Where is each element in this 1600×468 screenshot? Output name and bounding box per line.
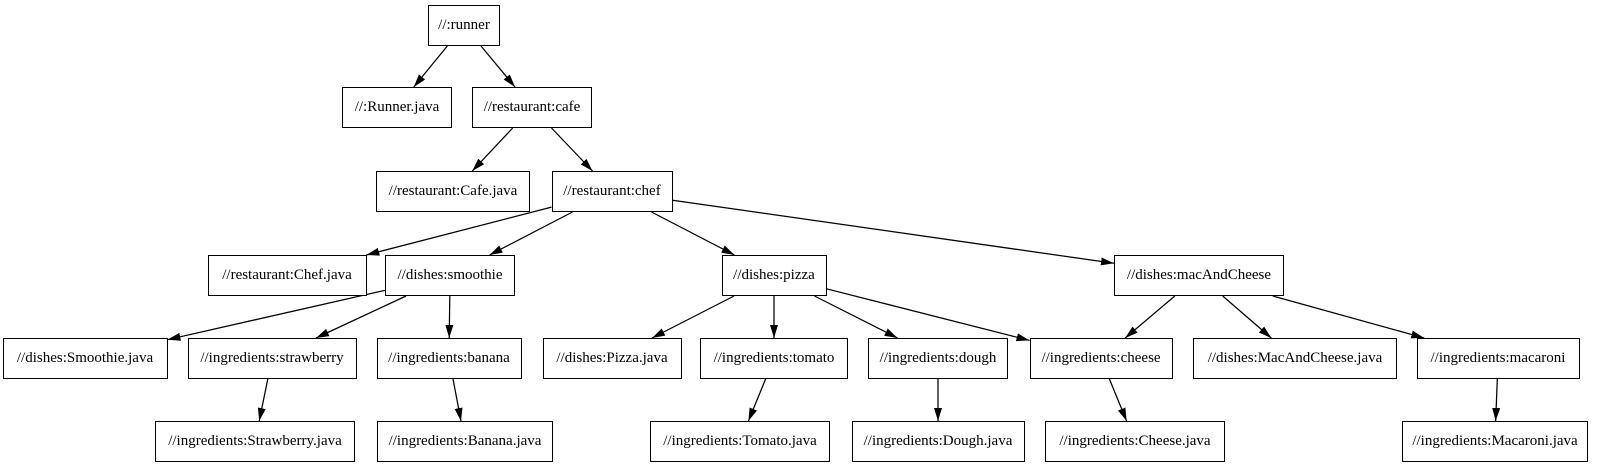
- edge-chef-to-pizza: [651, 211, 735, 256]
- graph-node-chef: //restaurant:chef: [551, 171, 673, 212]
- edge-cafe-to-chef: [551, 127, 593, 172]
- edge-smoothie-to-smoothie_java: [167, 289, 386, 341]
- graph-node-cheese_java: //ingredients:Cheese.java: [1045, 421, 1225, 462]
- graph-node-banana_java: //ingredients:Banana.java: [377, 421, 553, 462]
- edge-chef-to-smoothie: [489, 211, 573, 256]
- node-label: //ingredients:Tomato.java: [663, 433, 817, 449]
- node-label: //restaurant:Chef.java: [222, 267, 352, 283]
- graph-node-tomato_java: //ingredients:Tomato.java: [650, 421, 830, 462]
- edge-banana-to-banana_java: [452, 378, 463, 422]
- edge-chef-to-chef_java: [366, 206, 552, 256]
- node-label: //:Runner.java: [354, 99, 440, 115]
- node-label: //restaurant:chef: [563, 183, 661, 199]
- node-label: //ingredients:Strawberry.java: [168, 433, 342, 449]
- edge-mac_and_cheese-to-mac_and_cheese_java: [1222, 295, 1272, 339]
- node-label: //ingredients:macaroni: [1430, 350, 1566, 366]
- graph-node-chef_java: //restaurant:Chef.java: [207, 255, 367, 296]
- graph-node-strawberry_java: //ingredients:Strawberry.java: [155, 421, 355, 462]
- edge-cafe-to-cafe_java: [471, 127, 514, 172]
- graph-node-smoothie: //dishes:smoothie: [385, 255, 515, 296]
- node-label: //:runner: [438, 17, 490, 33]
- edge-group: [167, 45, 1501, 422]
- edge-mac_and_cheese-to-macaroni: [1272, 295, 1425, 339]
- edge-pizza-to-cheese: [826, 288, 1030, 342]
- node-label: //dishes:smoothie: [397, 267, 503, 283]
- graph-node-macaroni: //ingredients:macaroni: [1416, 338, 1580, 379]
- node-label: //ingredients:cheese: [1041, 350, 1161, 366]
- edge-pizza-to-pizza_java: [651, 295, 735, 339]
- graph-node-dough: //ingredients:dough: [868, 338, 1008, 379]
- node-label: //ingredients:banana: [388, 350, 510, 366]
- node-label: //dishes:pizza: [733, 267, 815, 283]
- edge-runner-to-cafe: [480, 45, 516, 88]
- graph-node-strawberry: //ingredients:strawberry: [187, 338, 357, 379]
- graph-node-cafe: //restaurant:cafe: [472, 87, 592, 128]
- edge-chef-to-mac_and_cheese: [672, 199, 1115, 266]
- graph-node-dough_java: //ingredients:Dough.java: [851, 421, 1025, 462]
- node-label: //ingredients:tomato: [713, 350, 835, 366]
- edge-runner-to-runner_java: [413, 45, 448, 88]
- node-label: //restaurant:Cafe.java: [388, 183, 518, 199]
- edge-pizza-to-dough: [814, 295, 898, 339]
- edge-smoothie-to-strawberry: [315, 295, 407, 339]
- edge-mac_and_cheese-to-cheese: [1124, 295, 1176, 339]
- node-label: //dishes:Smoothie.java: [16, 350, 154, 366]
- edge-strawberry-to-strawberry_java: [257, 378, 269, 422]
- node-label: //ingredients:Macaroni.java: [1412, 433, 1578, 449]
- graph-node-smoothie_java: //dishes:Smoothie.java: [2, 338, 168, 379]
- graph-node-tomato: //ingredients:tomato: [700, 338, 848, 379]
- node-label: //ingredients:Banana.java: [388, 433, 542, 449]
- node-label: //dishes:MacAndCheese.java: [1207, 350, 1383, 366]
- graph-node-cheese: //ingredients:cheese: [1029, 338, 1173, 379]
- graph-node-runner: //:runner: [428, 5, 500, 46]
- graph-node-pizza_java: //dishes:Pizza.java: [542, 338, 682, 379]
- edge-tomato-to-tomato_java: [747, 378, 767, 422]
- node-label: //ingredients:dough: [879, 350, 997, 366]
- node-label: //ingredients:Dough.java: [863, 433, 1013, 449]
- node-label: //restaurant:cafe: [483, 99, 581, 115]
- graph-node-runner_java: //:Runner.java: [342, 87, 452, 128]
- node-label: //ingredients:Cheese.java: [1059, 433, 1211, 449]
- graph-node-macaroni_java: //ingredients:Macaroni.java: [1402, 421, 1588, 462]
- edge-cheese-to-cheese_java: [1108, 378, 1128, 422]
- node-label: //dishes:Pizza.java: [556, 350, 668, 366]
- node-label: //ingredients:strawberry: [200, 350, 344, 366]
- graph-node-mac_and_cheese: //dishes:macAndCheese: [1114, 255, 1284, 296]
- graph-node-pizza: //dishes:pizza: [721, 255, 827, 296]
- graph-node-banana: //ingredients:banana: [376, 338, 522, 379]
- graph-node-mac_and_cheese_java: //dishes:MacAndCheese.java: [1193, 338, 1397, 379]
- graph-node-cafe_java: //restaurant:Cafe.java: [376, 171, 530, 212]
- edge-macaroni-to-macaroni_java: [1492, 378, 1501, 422]
- node-label: //dishes:macAndCheese: [1126, 267, 1272, 283]
- edge-smoothie-to-banana: [445, 295, 454, 339]
